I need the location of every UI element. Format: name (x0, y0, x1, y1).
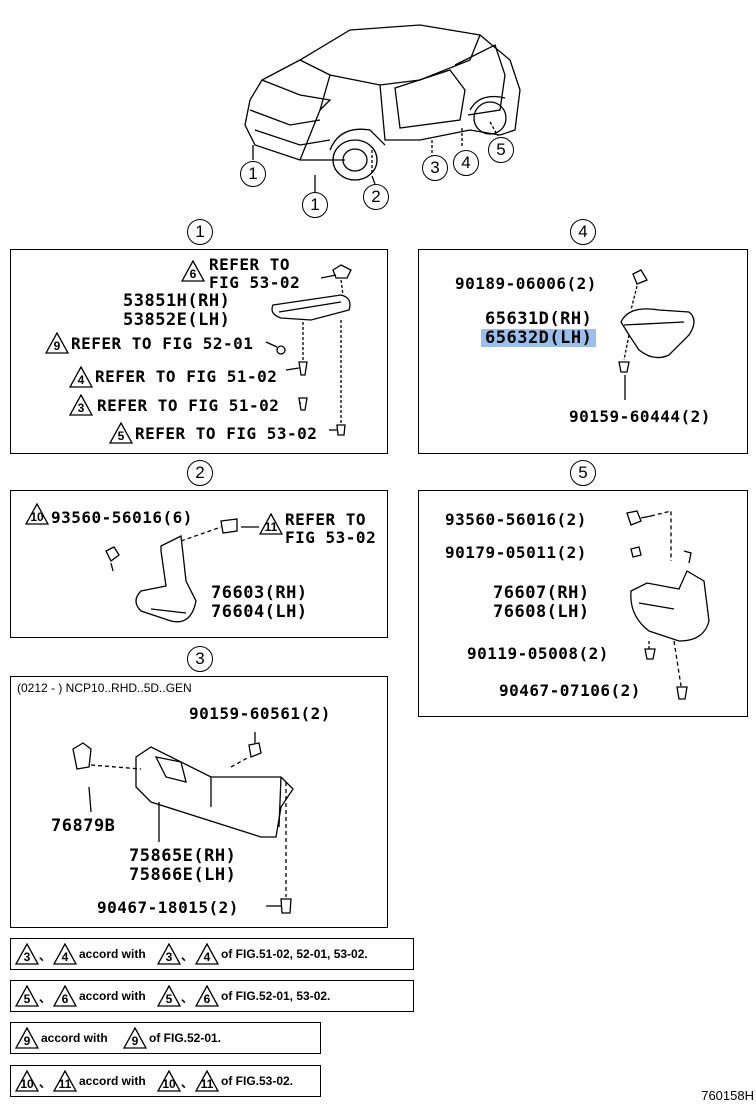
triangle-9-icon: 9 (15, 1027, 39, 1049)
triangle-9-icon: 9 (45, 332, 69, 354)
section-4-drawing (618, 269, 695, 400)
part-93560-56016[interactable]: 93560-56016(6) (51, 508, 193, 527)
section-2-drawing (105, 518, 259, 623)
note-row-2: 5 、 6 accord with 5 、 6 of FIG.52-01, 53… (10, 980, 414, 1012)
triangle-6-icon: 6 (195, 985, 219, 1007)
refer-11-line1: REFER TO (285, 510, 367, 529)
note-4-accord: accord with (79, 1074, 146, 1088)
section-5-panel: 93560-56016(2) 90179-05011(2) 76607(RH) … (418, 490, 748, 717)
triangle-11-icon: 11 (195, 1070, 219, 1092)
note-row-1: 3 、 4 accord with 3 、 4 of FIG.51-02, 52… (10, 938, 414, 970)
part-76608[interactable]: 76608(LH) (493, 602, 590, 622)
part-90119-05008[interactable]: 90119-05008(2) (467, 644, 609, 663)
part-65632D-selected[interactable]: 65632D(LH) (481, 329, 597, 347)
triangle-4-icon: 4 (195, 943, 219, 965)
note-3-accord: accord with (41, 1031, 108, 1045)
triangle-3-icon: 3 (157, 943, 181, 965)
section-1-drawing (265, 264, 352, 436)
refer-4-fig-51-02[interactable]: REFER TO FIG 51-02 (95, 367, 278, 386)
section-2-panel: 10 93560-56016(6) 11 REFER TO FIG 53-02 … (10, 490, 388, 638)
section-3-panel: (0212 - ) NCP10..RHD..5D..GEN 90159-6056… (10, 676, 388, 928)
refer-9-fig-52-01[interactable]: REFER TO FIG 52-01 (71, 334, 254, 353)
part-53851H[interactable]: 53851H(RH) (123, 291, 231, 311)
part-76879B[interactable]: 76879B (51, 816, 116, 836)
car-drawing (244, 24, 521, 192)
section-3-drawing (72, 732, 294, 914)
note-2-accord: accord with (79, 989, 146, 1003)
section-5-drawing (626, 510, 710, 700)
note-row-3: 9 accord with 9 of FIG.52-01. (10, 1022, 321, 1054)
triangle-9-icon: 9 (123, 1027, 147, 1049)
section-2-number: 2 (187, 460, 213, 486)
note-2-tail: of FIG.52-01, 53-02. (221, 989, 331, 1003)
section-4-panel: 90189-06006(2) 65631D(RH) 65632D(LH) 901… (418, 249, 748, 454)
callout-2[interactable]: 2 (363, 184, 389, 210)
callout-1-lower[interactable]: 1 (302, 192, 328, 218)
triangle-5-icon: 5 (157, 985, 181, 1007)
triangle-5-icon: 5 (15, 985, 39, 1007)
triangle-10-icon: 10 (25, 503, 49, 525)
part-90189-06006[interactable]: 90189-06006(2) (455, 274, 597, 293)
callout-3[interactable]: 3 (422, 155, 448, 181)
part-65631D[interactable]: 65631D(RH) (485, 309, 593, 329)
triangle-10-icon: 10 (15, 1070, 39, 1092)
refer-3-fig-51-02[interactable]: REFER TO FIG 51-02 (97, 396, 280, 415)
note-row-4: 10 、 11 accord with 10 、 11 of FIG.53-02… (10, 1065, 321, 1097)
section-1-number: 1 (187, 219, 213, 245)
note-1-tail: of FIG.51-02, 52-01, 53-02. (221, 947, 368, 961)
part-53852E[interactable]: 53852E(LH) (123, 310, 231, 330)
note-3-tail: of FIG.52-01. (149, 1031, 222, 1045)
part-76603[interactable]: 76603(RH) (211, 583, 308, 603)
part-93560-56016-s5[interactable]: 93560-56016(2) (445, 510, 587, 529)
applicability-header: (0212 - ) NCP10..RHD..5D..GEN (17, 681, 192, 695)
triangle-3-icon: 3 (69, 394, 93, 416)
triangle-10-icon: 10 (157, 1070, 181, 1092)
part-76604[interactable]: 76604(LH) (211, 602, 308, 622)
part-90159-60444[interactable]: 90159-60444(2) (569, 407, 711, 426)
callout-5[interactable]: 5 (488, 137, 514, 163)
triangle-11-icon: 11 (259, 513, 283, 535)
note-4-tail: of FIG.53-02. (221, 1074, 294, 1088)
section-4-number: 4 (570, 219, 596, 245)
separator: 、 (39, 949, 52, 963)
separator: 、 (39, 991, 52, 1005)
separator: 、 (181, 991, 194, 1005)
triangle-3-icon: 3 (15, 943, 39, 965)
triangle-5-icon: 5 (109, 422, 133, 444)
section-1-panel: 6 REFER TO FIG 53-02 53851H(RH) 53852E(L… (10, 249, 388, 454)
triangle-6-icon: 6 (53, 985, 77, 1007)
refer-6-line1: REFER TO (209, 255, 291, 274)
figure-code: 760158H (701, 1088, 754, 1103)
section-3-number: 3 (187, 646, 213, 672)
triangle-11-icon: 11 (53, 1070, 77, 1092)
triangle-4-icon: 4 (53, 943, 77, 965)
part-90159-60561[interactable]: 90159-60561(2) (189, 704, 331, 723)
triangle-6-icon: 6 (181, 260, 205, 282)
part-90179-05011[interactable]: 90179-05011(2) (445, 543, 587, 562)
callout-1-front[interactable]: 1 (240, 161, 266, 187)
part-75866E[interactable]: 75866E(LH) (129, 865, 237, 885)
refer-5-fig-53-02[interactable]: REFER TO FIG 53-02 (135, 424, 318, 443)
refer-11-line2[interactable]: FIG 53-02 (285, 528, 377, 547)
part-76607[interactable]: 76607(RH) (493, 583, 590, 603)
part-75865E[interactable]: 75865E(RH) (129, 846, 237, 866)
refer-6-line2[interactable]: FIG 53-02 (209, 273, 301, 292)
note-1-accord: accord with (79, 947, 146, 961)
callout-4[interactable]: 4 (453, 150, 479, 176)
triangle-4-icon: 4 (69, 366, 93, 388)
separator: 、 (181, 1076, 194, 1090)
separator: 、 (39, 1076, 52, 1090)
part-90467-18015[interactable]: 90467-18015(2) (97, 898, 239, 917)
part-90467-07106[interactable]: 90467-07106(2) (499, 681, 641, 700)
separator: 、 (181, 949, 194, 963)
section-5-number: 5 (570, 460, 596, 486)
